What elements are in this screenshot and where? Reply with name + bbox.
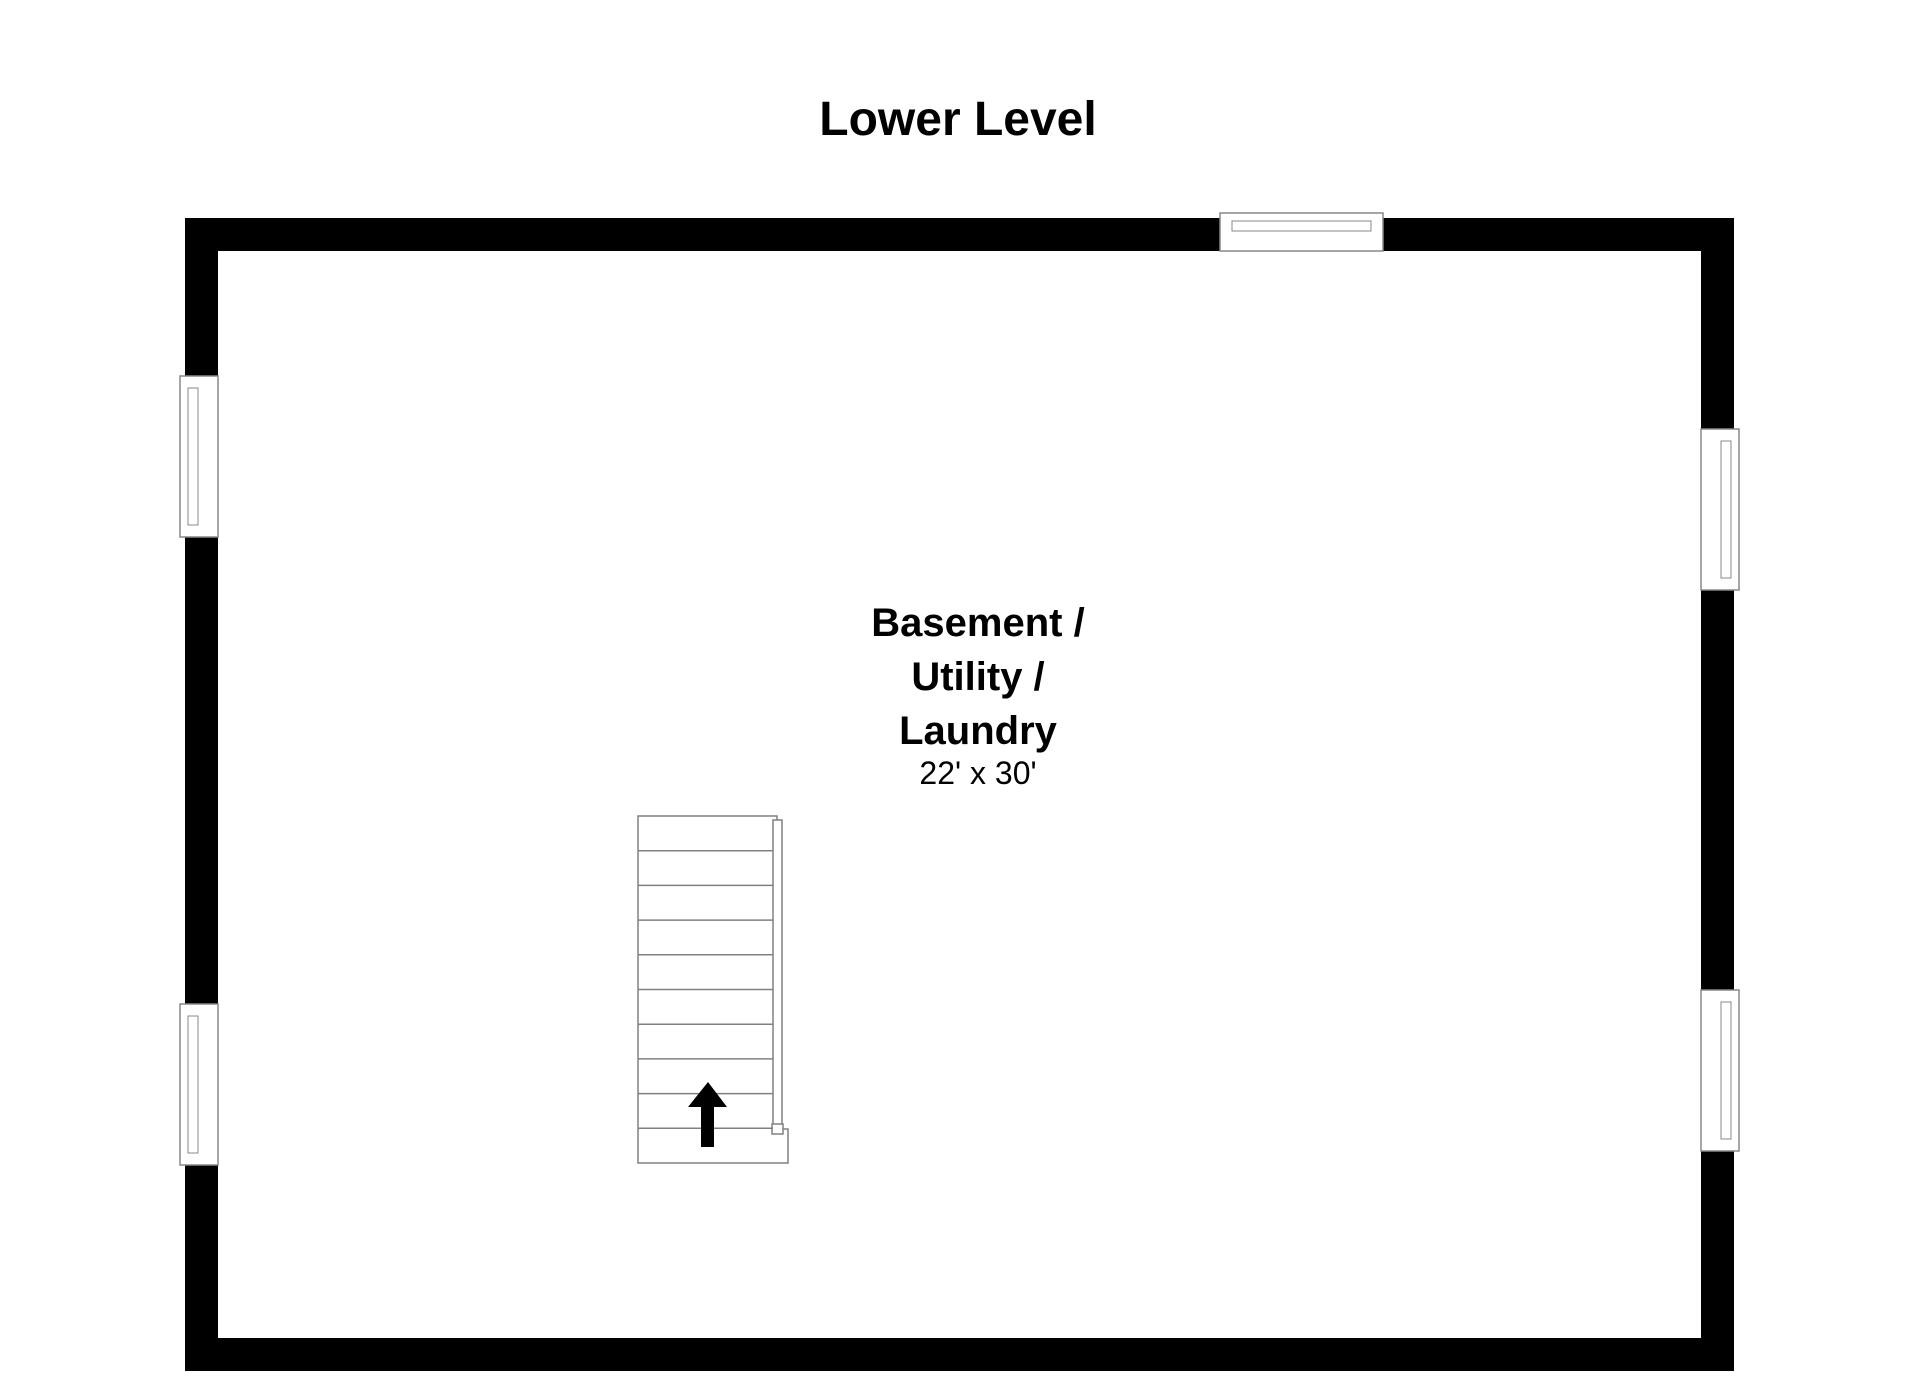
room-name-line-2: Utility / xyxy=(911,655,1044,699)
window-left-upper xyxy=(179,375,219,538)
staircase xyxy=(637,815,789,1164)
window-left-lower xyxy=(179,1003,219,1166)
stair-railing xyxy=(772,819,783,1131)
room-name-line-1: Basement / xyxy=(871,601,1084,645)
railing-post xyxy=(771,1123,784,1135)
plan-title: Lower Level xyxy=(819,93,1096,146)
up-arrow-icon xyxy=(688,1082,727,1147)
window-right-lower xyxy=(1700,989,1740,1152)
exterior-walls xyxy=(185,218,1734,1371)
room-label: Basement / Utility / Laundry 22' x 30' xyxy=(871,601,1084,791)
room-dimensions: 22' x 30' xyxy=(919,755,1036,791)
window-top xyxy=(1219,212,1384,252)
room-name-line-3: Laundry xyxy=(899,709,1058,753)
window-right-upper xyxy=(1700,428,1740,591)
